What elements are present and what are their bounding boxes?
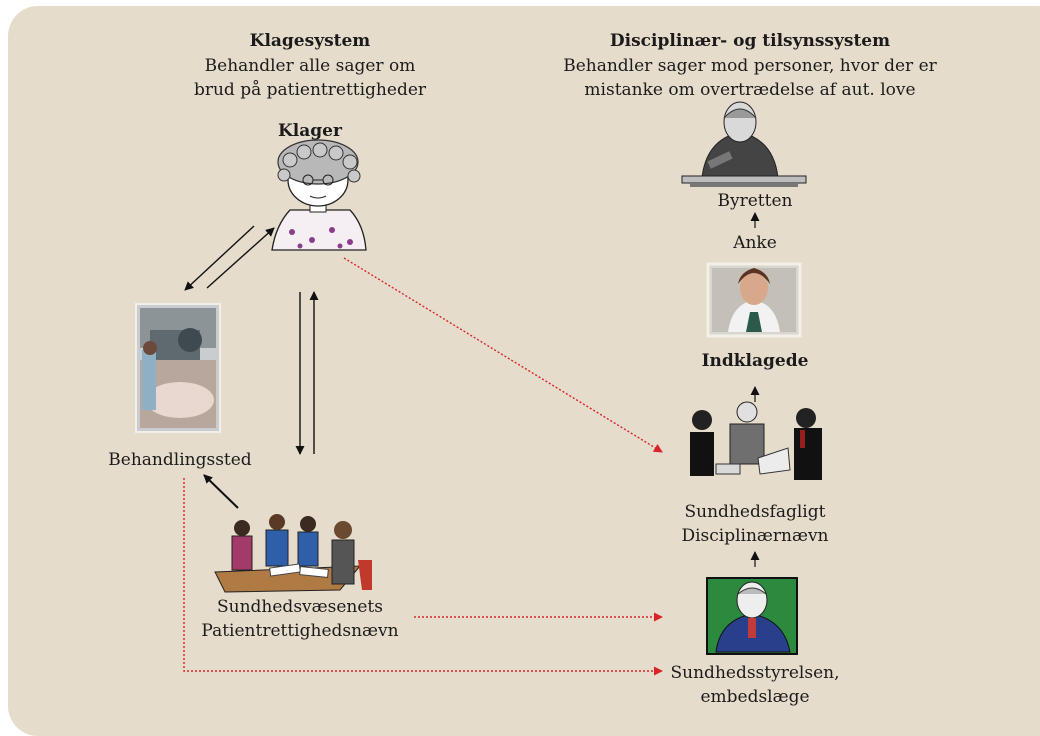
disciplinaer-label-line2: Disciplinærnævn — [681, 526, 829, 546]
behandlingssted-photo — [135, 303, 221, 433]
patientnaevn-label-line1: Sundhedsvæsenets — [217, 597, 383, 617]
arrow-klager-to-behandlingssted — [184, 225, 255, 291]
klager-illustration — [271, 139, 367, 251]
right-header-line1: Behandler sager mod personer, hvor der e… — [563, 56, 937, 76]
styrelsen-label-line2: embedslæge — [700, 687, 810, 707]
dotted-arrow-behandlingssted-to-styrelsen — [183, 478, 663, 676]
right-header-line2: mistanke om overtrædelse af aut. love — [584, 80, 916, 100]
styrelsen-label-line1: Sundhedsstyrelsen, — [670, 663, 840, 683]
arrow-naevn-to-behandlingssted — [203, 474, 239, 509]
right-header-title: Disciplinær- og tilsynssystem — [609, 31, 891, 51]
arrow-behandlingssted-to-klager — [206, 227, 275, 289]
disciplinaer-label-line1: Sundhedsfagligt — [684, 502, 826, 522]
diagram-canvas — [135, 101, 822, 676]
indklagede-photo — [706, 262, 802, 338]
left-header-title: Klagesystem — [249, 31, 371, 51]
anke-label: Anke — [733, 233, 777, 253]
left-header-line1: Behandler alle sager om — [204, 56, 416, 76]
patientnaevn-label-line2: Patientrettighedsnævn — [201, 621, 399, 641]
indklagede-label: Indklagede — [701, 351, 809, 371]
behandlingssted-label: Behandlingssted — [108, 450, 252, 470]
disciplinaer-illustration — [690, 401, 822, 480]
dotted-arrow-klager-to-disciplinaer — [343, 257, 663, 453]
meeting-illustration — [214, 514, 372, 593]
styrelsen-illustration — [706, 577, 798, 655]
left-header-line2: brud på patientrettigheder — [193, 80, 427, 100]
byretten-label: Byretten — [717, 191, 793, 211]
judge-illustration — [681, 101, 807, 187]
klager-label: Klager — [278, 121, 342, 141]
